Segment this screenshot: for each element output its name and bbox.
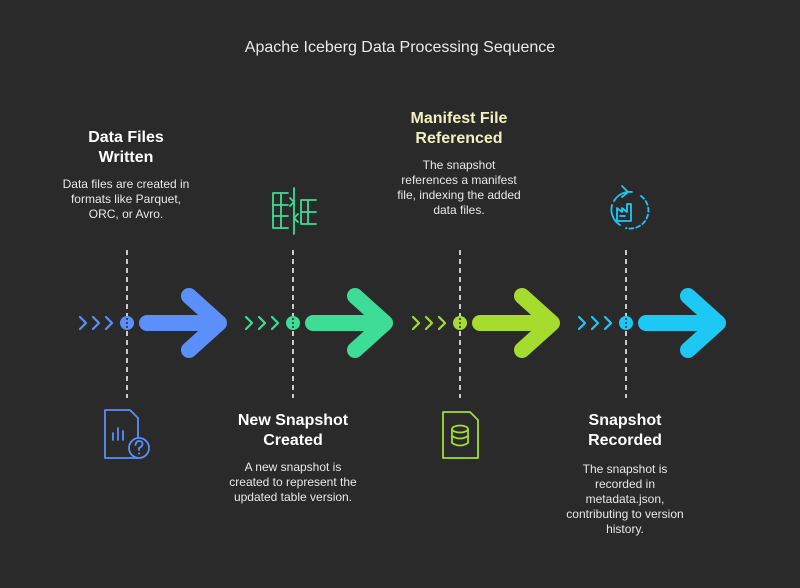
chevron-icon [577, 315, 587, 331]
step-2-description: A new snapshot is created to represent t… [229, 460, 357, 504]
refresh-factory-icon [610, 185, 650, 230]
chevron-icon [603, 315, 613, 331]
arrow-head-icon [680, 288, 726, 358]
chevron-icon [424, 315, 434, 331]
step-4-description: The snapshot is recorded in metadata.jso… [566, 462, 684, 536]
file-chart-question-icon [104, 409, 150, 459]
step-1-group [78, 250, 227, 459]
chevron-icon [270, 315, 280, 331]
step-3-description: The snapshot references a manifest file,… [397, 158, 521, 217]
arrow-head-icon [347, 288, 393, 358]
chevron-icon [411, 315, 421, 331]
step-1-description: Data files are created in formats like P… [62, 177, 190, 221]
chevron-icon [78, 315, 88, 331]
arrow-head-icon [514, 288, 560, 358]
chevron-icon [257, 315, 267, 331]
arrow-head-icon [181, 288, 227, 358]
chevron-icon [91, 315, 101, 331]
chevron-icon [437, 315, 447, 331]
chevron-icon [244, 315, 254, 331]
diagram-title: Apache Iceberg Data Processing Sequence [244, 39, 556, 56]
chevron-icon [104, 315, 114, 331]
table-split-icon [272, 187, 317, 235]
chevron-icon [590, 315, 600, 331]
step-2-group [244, 187, 393, 398]
step-3-group [411, 250, 560, 459]
step-4-group [577, 185, 726, 398]
file-database-icon [442, 411, 479, 459]
